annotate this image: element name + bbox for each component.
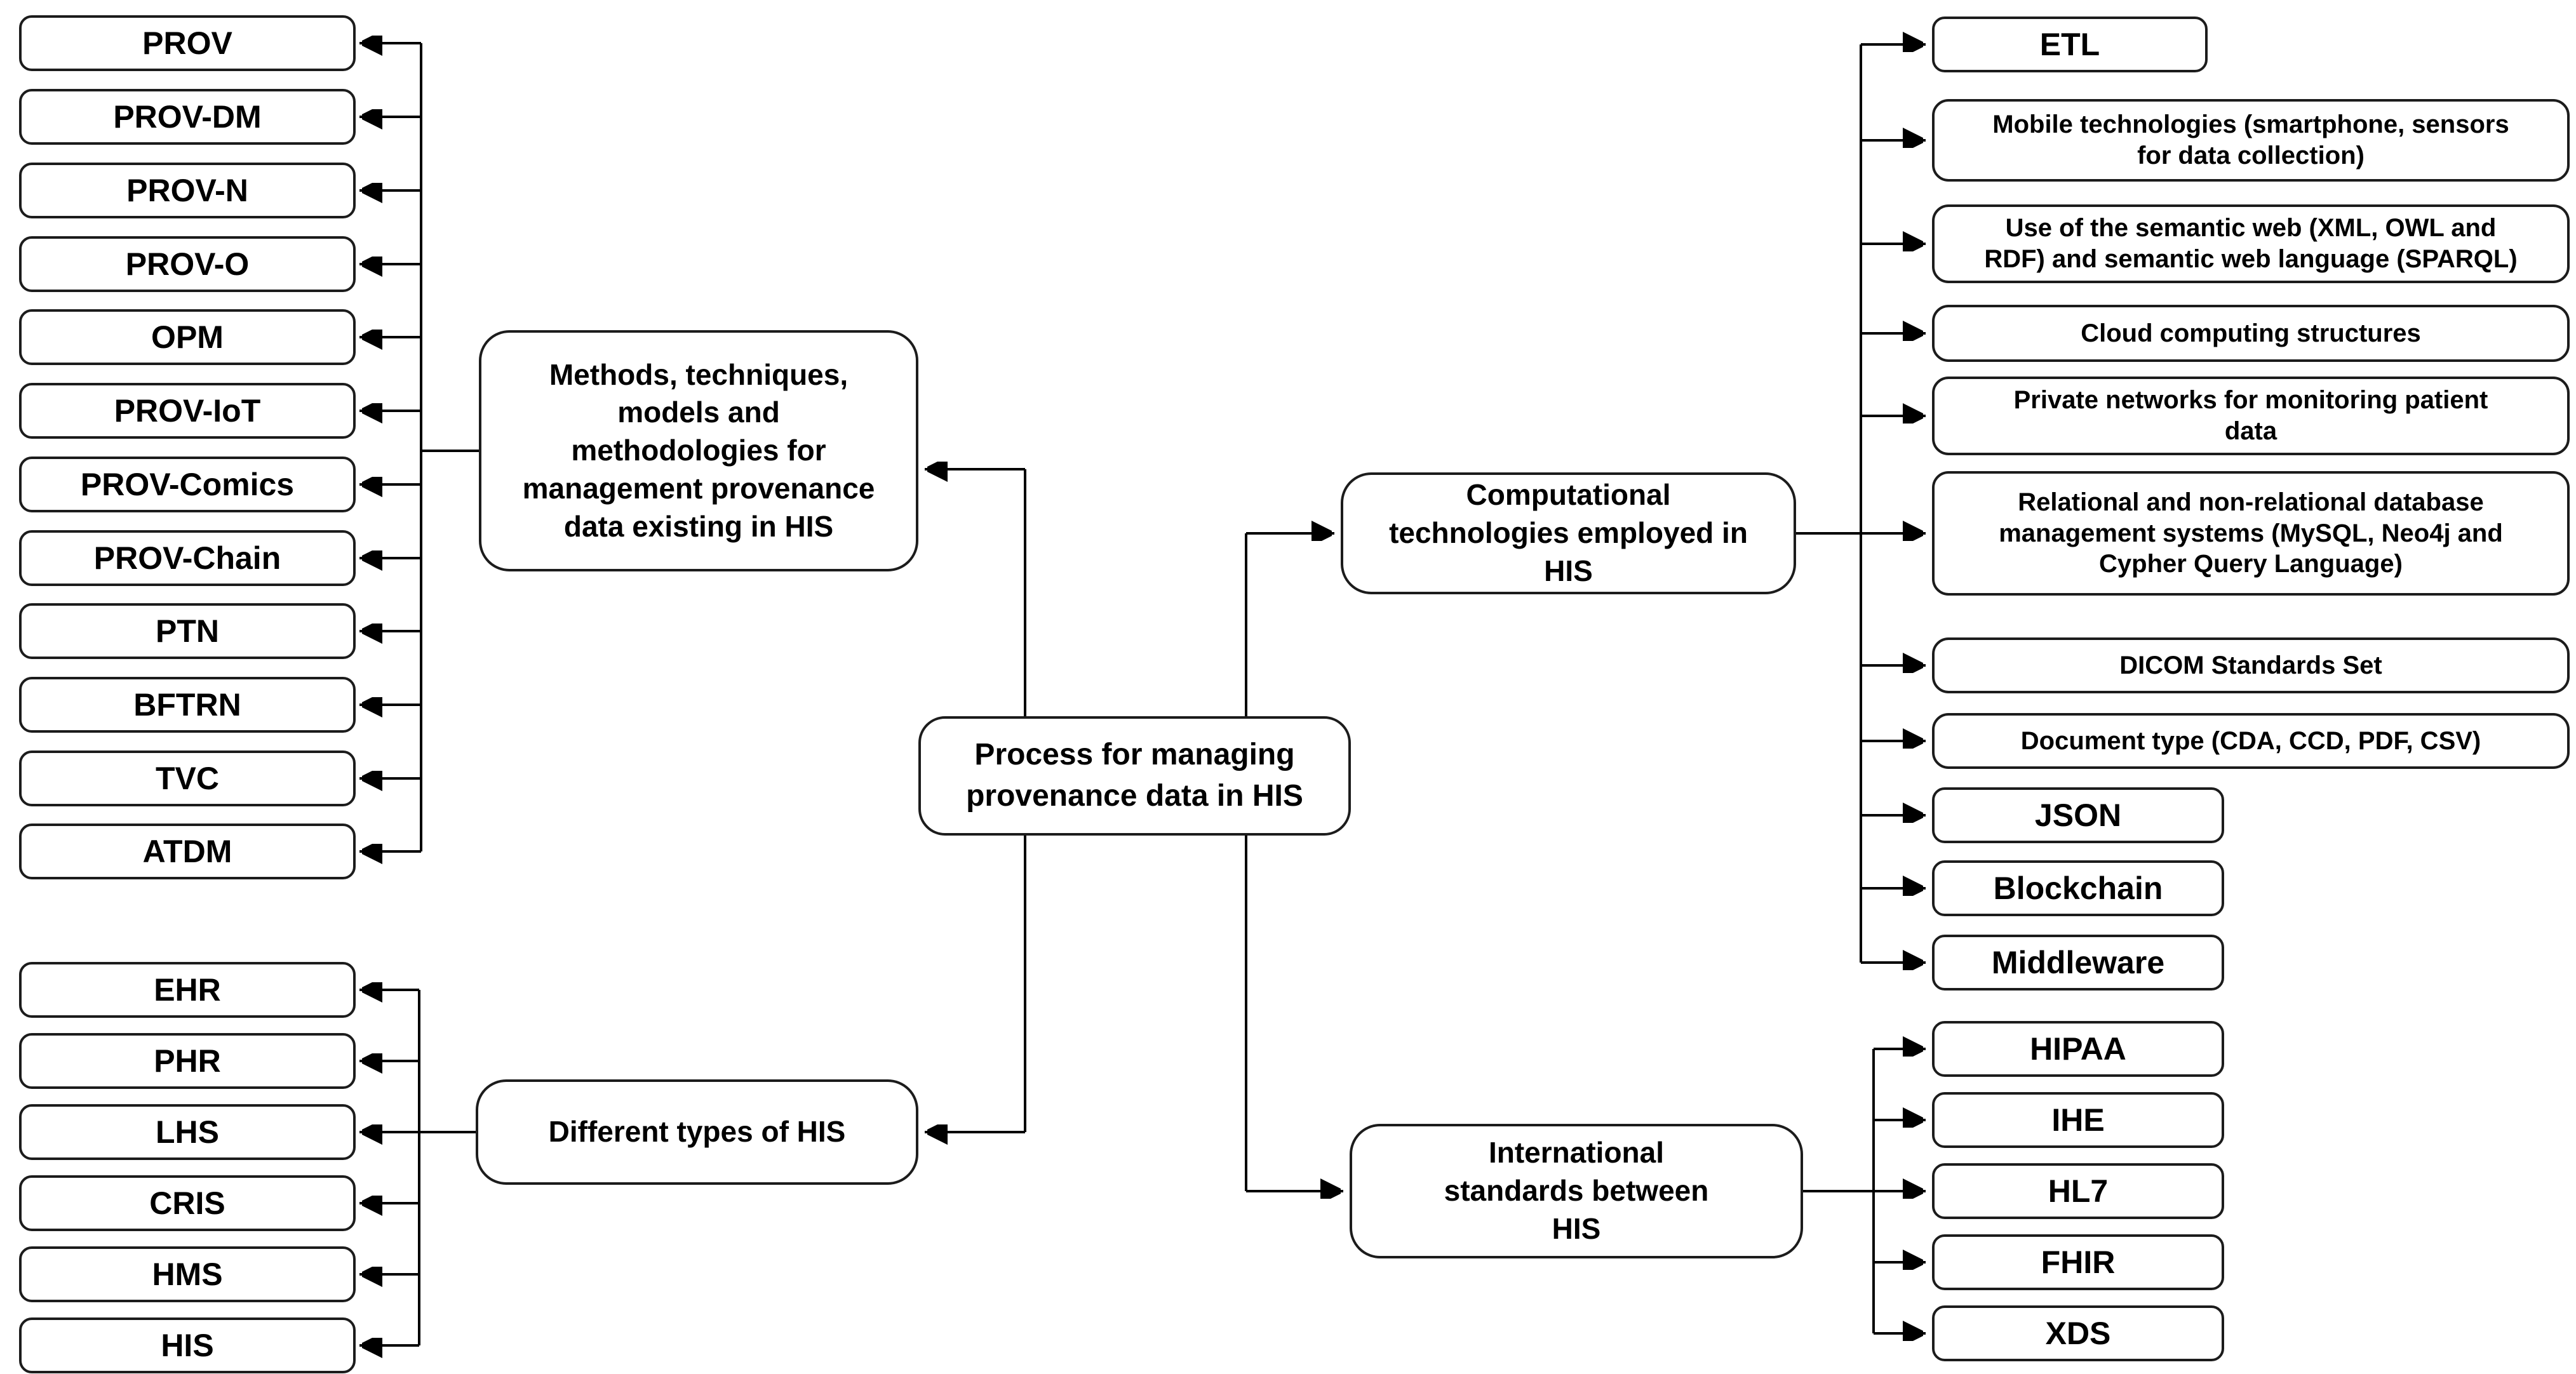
node-document-type: Document type (CDA, CCD, PDF, CSV): [1932, 713, 2570, 769]
node-prov-dm: PROV-DM: [19, 89, 356, 145]
node-hl7: HL7: [1932, 1163, 2224, 1219]
node-cloud-computing: Cloud computing structures: [1932, 305, 2570, 362]
node-fhir: FHIR: [1932, 1234, 2224, 1290]
node-json: JSON: [1932, 787, 2224, 843]
node-prov: PROV: [19, 15, 356, 71]
node-prov-n: PROV-N: [19, 163, 356, 218]
node-prov-o: PROV-O: [19, 236, 356, 292]
connectors-methods-children: [359, 43, 421, 851]
node-middleware: Middleware: [1932, 935, 2224, 990]
node-blockchain: Blockchain: [1932, 860, 2224, 916]
node-xds: XDS: [1932, 1305, 2224, 1361]
node-relational-databases: Relational and non-relational database m…: [1932, 471, 2570, 596]
node-hms: HMS: [19, 1246, 356, 1302]
node-etl: ETL: [1932, 17, 2208, 72]
branch-standards: International standards between HIS: [1350, 1124, 1803, 1258]
node-tvc: TVC: [19, 750, 356, 806]
node-cris: CRIS: [19, 1175, 356, 1231]
node-atdm: ATDM: [19, 824, 356, 879]
central-node: Process for managing provenance data in …: [918, 716, 1351, 836]
node-prov-iot: PROV-IoT: [19, 383, 356, 439]
node-hipaa: HIPAA: [1932, 1021, 2224, 1077]
node-dicom-standards: DICOM Standards Set: [1932, 637, 2570, 693]
node-semantic-web: Use of the semantic web (XML, OWL and RD…: [1932, 204, 2570, 283]
node-private-networks: Private networks for monitoring patient …: [1932, 377, 2570, 455]
branch-methods: Methods, techniques, models and methodol…: [479, 330, 918, 571]
connectors-his-types-children: [359, 990, 476, 1345]
node-bftrn: BFTRN: [19, 677, 356, 733]
branch-his-types: Different types of HIS: [476, 1079, 918, 1185]
node-prov-comics: PROV-Comics: [19, 457, 356, 512]
node-phr: PHR: [19, 1033, 356, 1089]
node-ihe: IHE: [1932, 1092, 2224, 1148]
node-opm: OPM: [19, 309, 356, 365]
connectors-central-branches: [925, 469, 1343, 1191]
node-lhs: LHS: [19, 1104, 356, 1160]
spine-and-trunk-lines: [418, 43, 1875, 1345]
node-mobile-technologies: Mobile technologies (smartphone, sensors…: [1932, 99, 2570, 182]
branch-computational: Computational technologies employed in H…: [1341, 472, 1796, 594]
node-ehr: EHR: [19, 962, 356, 1018]
connectors-standards-children: [1874, 1049, 1926, 1333]
node-prov-chain: PROV-Chain: [19, 530, 356, 586]
connectors-computational-children: [1861, 44, 1926, 963]
node-his: HIS: [19, 1317, 356, 1373]
node-ptn: PTN: [19, 603, 356, 659]
